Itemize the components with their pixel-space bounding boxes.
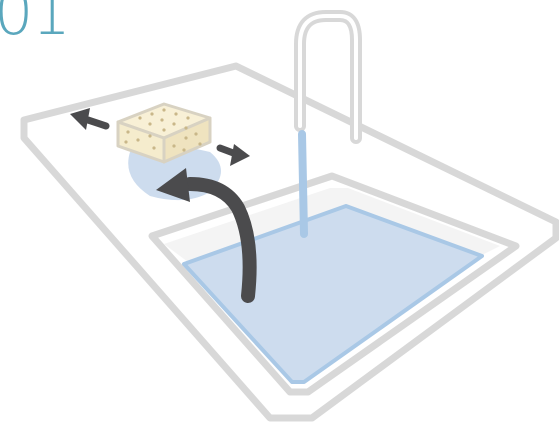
- water-stream: [302, 134, 304, 234]
